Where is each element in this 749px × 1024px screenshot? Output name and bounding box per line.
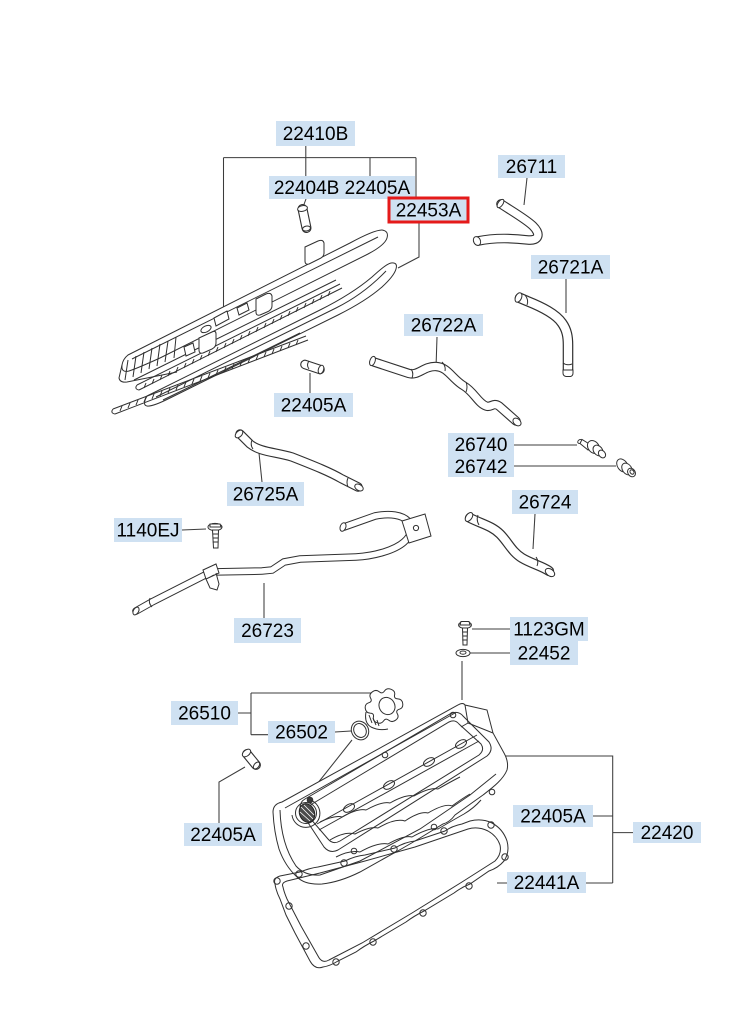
svg-text:26721A: 26721A (538, 258, 604, 279)
svg-text:1140EJ: 1140EJ (116, 521, 179, 542)
svg-text:1123GM: 1123GM (513, 620, 584, 641)
svg-text:22405A: 22405A (281, 396, 347, 417)
svg-text:26711: 26711 (506, 157, 557, 178)
svg-text:22452: 22452 (518, 644, 571, 665)
svg-text:22420: 22420 (641, 823, 694, 844)
svg-text:26722A: 26722A (411, 316, 477, 337)
svg-text:26723: 26723 (241, 621, 294, 642)
svg-text:26742: 26742 (455, 457, 508, 478)
svg-text:26502: 26502 (275, 723, 328, 744)
svg-text:22410B: 22410B (283, 124, 349, 145)
svg-text:26510: 26510 (178, 704, 231, 725)
svg-text:22405A: 22405A (520, 807, 586, 828)
svg-text:22405A: 22405A (190, 825, 256, 846)
svg-text:22404B 22405A: 22404B 22405A (274, 178, 411, 199)
svg-text:22453A: 22453A (396, 201, 462, 222)
svg-text:26740: 26740 (455, 435, 508, 456)
svg-text:26724: 26724 (519, 493, 572, 514)
svg-text:26725A: 26725A (233, 485, 299, 506)
svg-text:22441A: 22441A (514, 873, 580, 894)
